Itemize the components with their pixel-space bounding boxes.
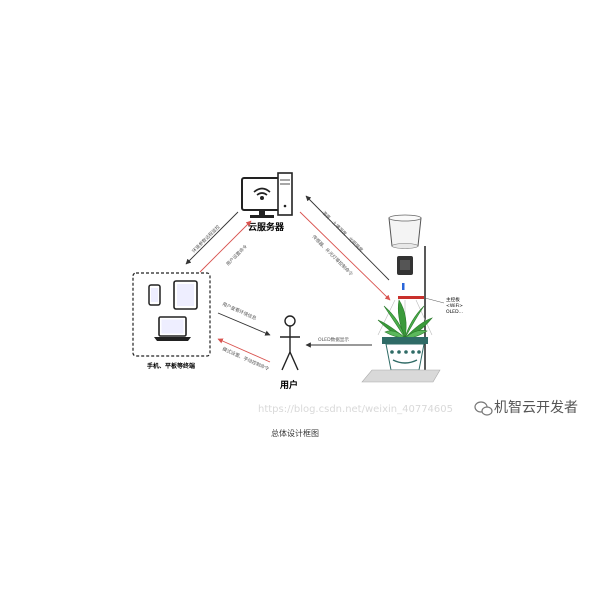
main-board-icon: 主控板 <WiFi> OLED... — [398, 296, 463, 315]
grow-lamp-icon — [388, 214, 422, 290]
flow-label-hw-to-user: OLED数据显示 — [318, 336, 349, 343]
controller-label-2: OLED... — [446, 309, 463, 315]
arrow-server-to-hardware-red — [299, 211, 391, 301]
devices-box — [132, 272, 211, 357]
wechat-brand: 机智云开发者 — [474, 400, 578, 416]
controller-label-0: 主控板 — [446, 296, 460, 303]
cloud-server-node: 云服务器 — [241, 172, 293, 233]
arrow-user-to-devices-red — [217, 338, 271, 363]
computer-icon — [241, 172, 293, 218]
flow-label-devices-to-user: 用户查看环境信息 — [221, 300, 258, 322]
user-node: 用户 — [279, 315, 300, 391]
tablet-icon — [173, 280, 198, 310]
stick-figure-icon — [280, 315, 300, 371]
controller-label-1: <WiFi> — [446, 303, 463, 309]
laptop-icon — [154, 316, 191, 341]
devices-label: 手机、平板等终端 — [147, 362, 195, 370]
flower-pot-icon — [382, 337, 428, 371]
wechat-icon — [474, 401, 493, 416]
phone-icon — [148, 284, 161, 306]
cloud-server-label: 云服务器 — [248, 221, 285, 233]
devices-node: 手机、平板等终端 — [132, 272, 211, 370]
flow-label-devices-to-server: 环境参数远程监控 — [190, 223, 221, 254]
hardware-node: 主控板 <WiFi> OLED... — [361, 214, 463, 383]
brand-text: 机智云开发者 — [494, 400, 578, 416]
csdn-watermark: https://blog.csdn.net/weixin_40774605 — [258, 404, 453, 415]
wifi-icon — [253, 187, 271, 201]
plant-leaves-icon — [377, 299, 433, 340]
arrow-hardware-to-server-dark — [305, 195, 390, 281]
arrow-devices-to-user-dark — [217, 312, 271, 336]
user-label: 用户 — [279, 379, 298, 391]
flow-label-server-to-devices: 用户设置命令 — [224, 243, 249, 268]
diagram-caption: 总体设计框图 — [271, 428, 319, 438]
arrow-server-to-devices-dark — [185, 211, 239, 265]
arrow-devices-to-server-red — [199, 220, 252, 273]
base-plate — [361, 369, 441, 383]
